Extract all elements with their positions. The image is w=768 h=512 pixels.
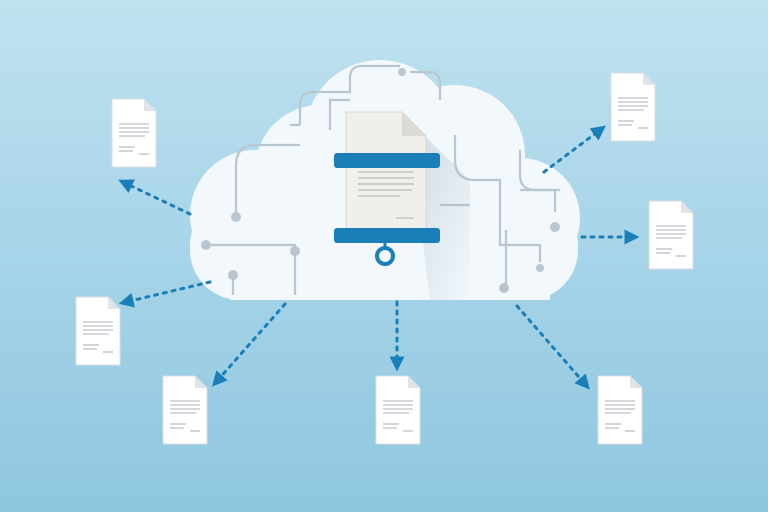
arrow-to-doc-bottom-left <box>212 302 287 387</box>
cloud-icon <box>190 60 580 300</box>
document-icon <box>162 375 208 445</box>
arrow-to-doc-right-top <box>542 125 606 174</box>
circuit-traces <box>206 64 560 295</box>
document-icon <box>648 200 694 270</box>
circuit-nodes <box>201 68 560 293</box>
document-icon <box>111 98 157 168</box>
document-icon <box>75 296 121 366</box>
document-icon <box>610 72 656 142</box>
arrow-to-doc-left-mid <box>118 280 212 308</box>
document-icon <box>597 375 643 445</box>
connector-arrows <box>118 125 640 390</box>
arrow-to-doc-bottom-right <box>515 304 590 390</box>
scroll-bar-bottom <box>334 228 440 243</box>
pin-icon <box>375 246 395 266</box>
scroll-bar-top <box>334 153 440 168</box>
central-document-icon <box>334 111 470 300</box>
arrow-to-doc-left-top <box>118 179 192 216</box>
document-icon <box>375 375 421 445</box>
